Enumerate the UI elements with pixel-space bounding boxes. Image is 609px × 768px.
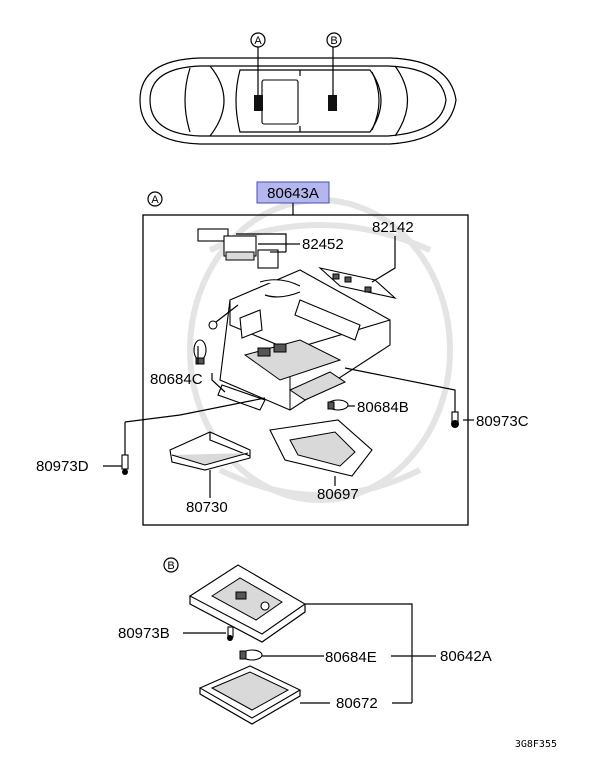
label-82452[interactable]: 82452: [302, 236, 344, 253]
label-80684E[interactable]: 80684E: [325, 649, 377, 666]
label-80642A[interactable]: 80642A: [440, 648, 492, 665]
section-a-callout: A: [147, 191, 163, 207]
lens-80697: [269, 419, 373, 477]
label-80973C[interactable]: 80973C: [476, 413, 529, 430]
label-80730[interactable]: 80730: [186, 499, 228, 516]
bulb-80684E: [239, 649, 263, 661]
dome-lamp-housing-80642A: [188, 564, 307, 643]
leaders-b: [183, 603, 436, 704]
svg-text:A: A: [254, 35, 262, 47]
leaders-a: [103, 233, 474, 498]
section-a-frame: [142, 214, 469, 526]
bulb-80684C: [193, 339, 207, 365]
bulb-80684B: [327, 399, 349, 411]
label-80672[interactable]: 80672: [336, 695, 378, 712]
label-80973D[interactable]: 80973D: [36, 458, 89, 475]
label-80684B[interactable]: 80684B: [357, 399, 409, 416]
bolt-80973D: [121, 454, 129, 475]
label-80684C[interactable]: 80684C: [150, 371, 203, 388]
svg-text:A: A: [151, 194, 159, 206]
bolt-80973B: [227, 626, 234, 641]
svg-text:B: B: [167, 560, 174, 572]
lens-80672: [198, 665, 302, 725]
label-82142[interactable]: 82142: [372, 219, 414, 236]
diagram-code: 3G8F355: [515, 739, 557, 750]
section-b-callout: B: [163, 557, 179, 573]
bolt-80973C: [451, 405, 459, 428]
label-80697[interactable]: 80697: [317, 486, 359, 503]
svg-text:80643A: 80643A: [267, 185, 319, 202]
car-callout-a: A: [250, 32, 266, 48]
cover-80730: [169, 431, 251, 471]
svg-text:B: B: [330, 35, 337, 47]
overhead-console-drawing: [197, 228, 397, 411]
car-callout-b: B: [326, 32, 342, 48]
car-top-view: [139, 47, 457, 145]
label-80973B[interactable]: 80973B: [118, 625, 170, 642]
highlight-part-80643A[interactable]: 80643A: [256, 181, 330, 204]
